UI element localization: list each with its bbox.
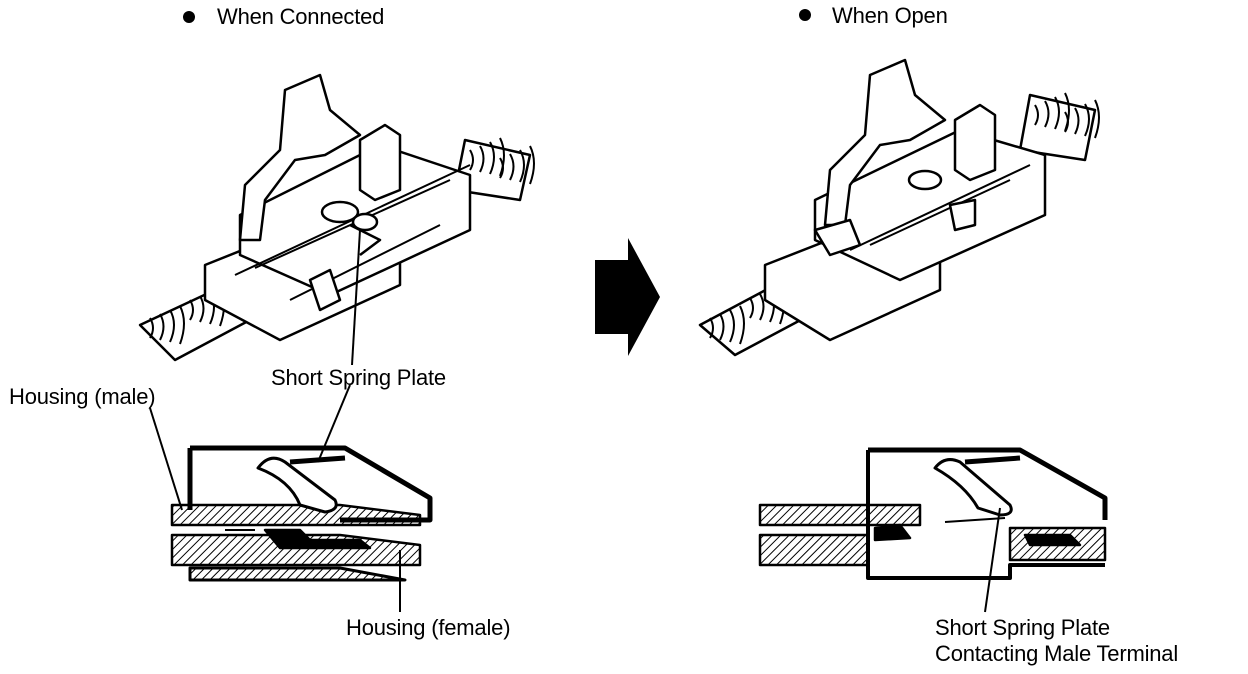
connected-connector-illustration xyxy=(138,73,536,362)
open-cross-section xyxy=(758,447,1108,580)
bullet-icon xyxy=(183,11,195,23)
short-spring-plate-label: Short Spring Plate xyxy=(271,365,446,390)
connected-cross-section xyxy=(170,445,433,582)
housing-male-label: Housing (male) xyxy=(9,384,156,409)
spring-contact-label-line1: Short Spring Plate xyxy=(935,615,1110,640)
open-connector-illustration xyxy=(698,58,1101,357)
connected-heading: When Connected xyxy=(217,4,385,29)
transition-arrow xyxy=(595,238,660,356)
leader-lines xyxy=(149,229,1001,613)
housing-female-label: Housing (female) xyxy=(346,615,511,640)
spring-contact-label-line2: Contacting Male Terminal xyxy=(935,641,1179,666)
bullet-icon xyxy=(799,9,811,21)
open-heading: When Open xyxy=(832,3,948,28)
